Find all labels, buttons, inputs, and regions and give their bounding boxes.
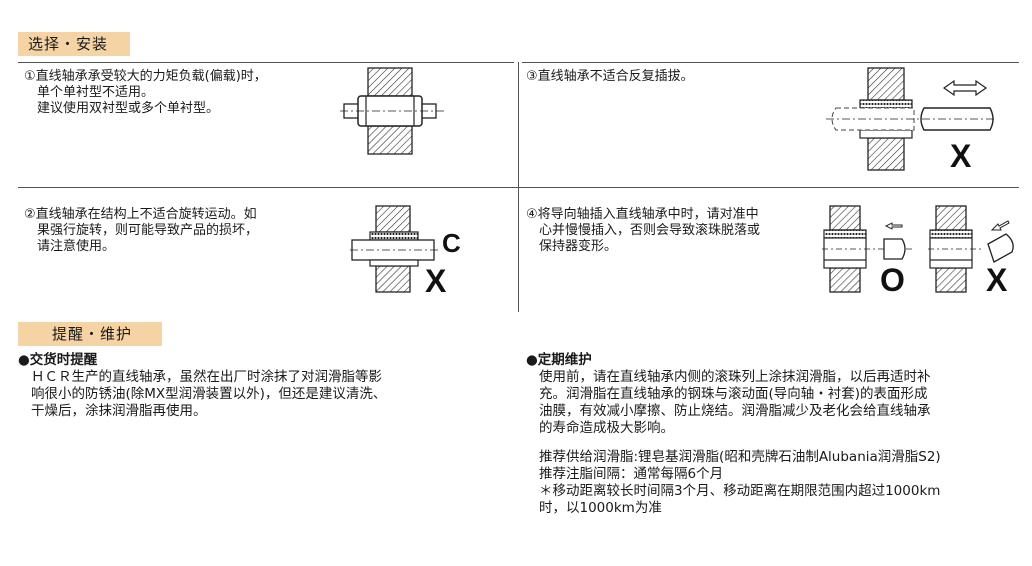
divider-vertical [518, 62, 519, 312]
item-1-text: ①直线轴承承受较大的力矩负载(偏载)时， 单个单衬型不适用。 建议使用双衬型或多… [24, 69, 267, 116]
periodic-maintenance: ●定期维护 使用前，请在直线轴承内侧的滚珠列上涂抹润滑脂，以后再适时补 充。润滑… [526, 352, 1026, 517]
section-title-selection: 选择・安装 [18, 32, 130, 56]
divider-top-right [522, 62, 1019, 63]
delivery-note: ●交货时提醒 ＨＣＲ生产的直线轴承，虽然在出厂时涂抹了对润滑脂等影 响很小的防锈… [18, 352, 508, 420]
periodic-heading: ●定期维护 [526, 352, 592, 368]
ng-mark-insertion: X [950, 138, 972, 174]
section-title-maintenance: 提醒・维护 [18, 322, 162, 346]
item-3-text: ③直线轴承不适合反复插拔。 [526, 69, 694, 84]
ng-mark-misaligned: X [986, 262, 1008, 298]
ok-mark-aligned: O [880, 262, 905, 298]
rotate-mark: C [442, 228, 461, 258]
diagram-repeated-insertion [826, 67, 994, 171]
item-4-text: ④将导向轴插入直线轴承中时，请对准中 心并慢慢插入，否则会导致滚珠脱落或 保持器… [526, 207, 761, 254]
diagram-single-bushing [340, 67, 444, 155]
delivery-heading: ●交货时提醒 [18, 352, 98, 368]
item-2-text: ②直线轴承在结构上不适合旋转运动。如 果强行旋转，则可能导致产品的损坏， 请注意… [24, 207, 259, 254]
diagram-rotation [350, 205, 438, 293]
diagram-misaligned-insertion [928, 205, 1014, 293]
diagram-aligned-insertion [822, 205, 912, 293]
ng-mark-rotation: X [425, 263, 447, 299]
divider-top-left [18, 62, 514, 63]
